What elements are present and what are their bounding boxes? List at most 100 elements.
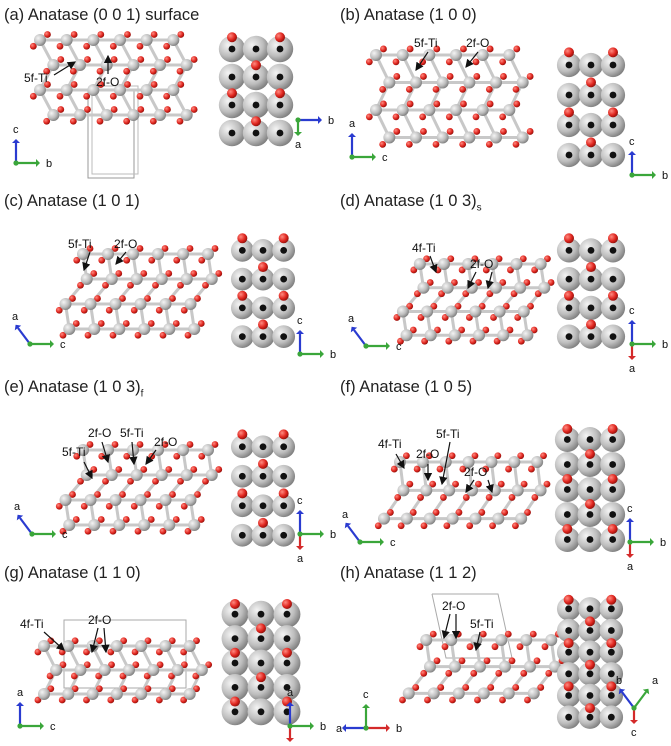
ti-atom	[59, 494, 72, 506]
ti-center	[587, 304, 595, 312]
o-atom	[493, 337, 501, 345]
o-atom	[120, 685, 128, 693]
ti-atom	[138, 519, 151, 531]
o-atom	[403, 452, 410, 460]
structure-f: 4f-Ti 5f-Ti 2f-O 2f-O ac cba	[342, 424, 666, 573]
axis-triad-main: cb	[12, 124, 52, 170]
o-atom	[56, 42, 64, 50]
o-atom	[258, 262, 268, 273]
o-atom	[122, 516, 130, 523]
o-atom	[512, 140, 520, 148]
axis-label: c	[13, 124, 19, 136]
o-atom	[562, 524, 573, 534]
o-atom	[180, 648, 188, 656]
axis-arrowhead	[14, 324, 22, 331]
o-atom	[127, 477, 134, 485]
ti-center	[563, 511, 571, 518]
o-atom	[458, 266, 466, 274]
ti-atom	[443, 484, 456, 497]
o-atom	[165, 270, 173, 277]
ti-center	[587, 151, 595, 159]
o-atom	[136, 92, 144, 100]
axis-arrowhead	[36, 159, 40, 167]
ti-atom	[463, 131, 476, 144]
axis-label: c	[297, 315, 303, 327]
axis-triad-side: cba	[296, 495, 336, 565]
o-atom	[95, 637, 103, 645]
axis-label: a	[348, 313, 355, 325]
ti-atom	[60, 84, 73, 96]
axis-label: c	[62, 529, 68, 541]
o-atom	[278, 233, 289, 244]
o-atom	[459, 465, 467, 473]
o-atom	[393, 128, 401, 135]
axis-arrowhead	[12, 139, 20, 143]
ti-atom	[400, 329, 413, 342]
o-atom	[83, 92, 91, 100]
ti-center	[586, 605, 594, 613]
axis-label: b	[320, 721, 326, 733]
o-atom	[420, 669, 428, 677]
o-atom	[517, 337, 525, 345]
structure-b: 5f-Ti 2f-O ac cb	[348, 36, 668, 182]
o-atom	[489, 522, 496, 530]
o-atom	[136, 441, 144, 448]
ti-center	[607, 648, 615, 656]
panel-title: (h) Anatase (1 1 2)	[340, 564, 477, 582]
ti-center	[563, 486, 571, 493]
o-atom	[155, 648, 163, 656]
ti-center	[259, 246, 267, 254]
o-atom	[454, 302, 462, 310]
o-atom	[406, 480, 414, 488]
o-atom	[608, 290, 618, 301]
label-4f-ti: 4f-Ti	[20, 617, 44, 631]
o-atom	[506, 326, 514, 334]
ti-center	[609, 304, 617, 312]
axis-arrowhead	[628, 151, 636, 155]
o-atom	[143, 672, 151, 680]
o-atom	[543, 480, 551, 488]
label-5f-ti-1: 5f-Ti	[120, 426, 144, 440]
o-atom	[430, 302, 438, 310]
axis-arrowhead	[628, 320, 636, 324]
ti-center	[231, 659, 239, 667]
ti-atom	[105, 273, 118, 285]
ti-center	[607, 605, 615, 613]
axis-arrowhead	[626, 554, 634, 558]
ti-atom	[159, 298, 172, 310]
ti-atom	[159, 494, 172, 506]
ti-center	[280, 246, 288, 254]
o-atom	[417, 314, 425, 321]
o-atom	[397, 337, 404, 345]
o-atom	[606, 681, 617, 692]
o-atom	[227, 88, 237, 99]
ti-atom	[416, 456, 429, 468]
o-atom	[564, 107, 574, 118]
ti-center	[587, 121, 595, 129]
ti-atom	[159, 688, 172, 700]
ti-atom	[462, 258, 475, 270]
o-atom	[163, 42, 171, 50]
o-atom	[413, 465, 421, 473]
ti-atom	[87, 34, 100, 46]
ti-atom	[127, 59, 140, 71]
ti-atom	[171, 664, 184, 676]
o-atom	[131, 696, 139, 704]
panel-e: (e) Anatase (1 0 3)f 2f-O 5f-Ti 2f-O 5f-…	[0, 372, 336, 565]
o-atom	[608, 107, 618, 118]
o-atom	[130, 306, 138, 314]
o-atom	[458, 657, 466, 665]
ti-atom	[424, 660, 436, 673]
ti-center	[587, 333, 595, 341]
o-atom	[502, 302, 510, 310]
axis-label: b	[328, 115, 334, 127]
ti-atom	[130, 273, 143, 285]
ti-atom	[184, 494, 197, 506]
o-atom	[258, 517, 268, 528]
structure-e: 2f-O 5f-Ti 2f-O 5f-Ti ac cba	[14, 426, 336, 565]
o-atom	[96, 67, 104, 75]
o-atom	[459, 140, 467, 148]
axis-label: a	[12, 311, 19, 323]
ti-atom	[38, 640, 50, 652]
